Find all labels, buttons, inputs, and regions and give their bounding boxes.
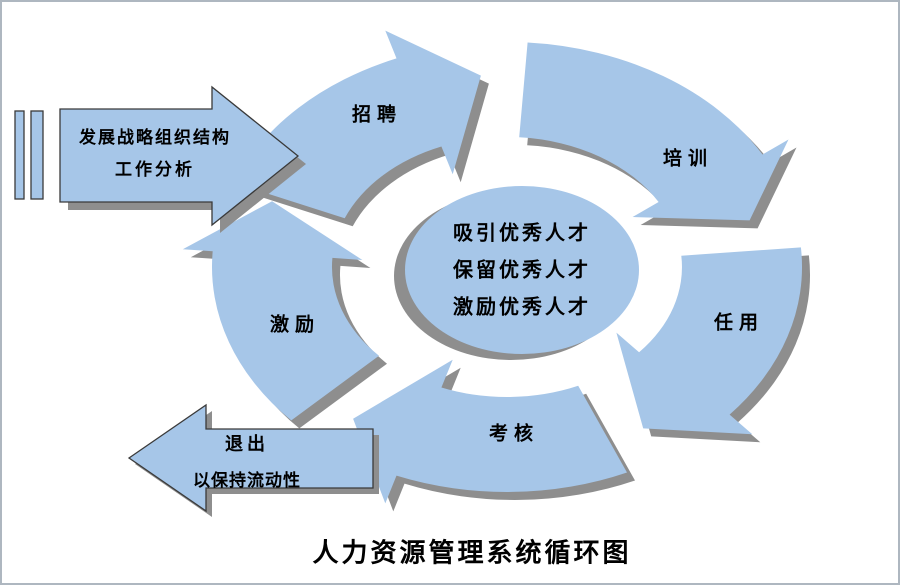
core-goal-line-3: 激励优秀人才 — [453, 294, 591, 319]
training-arrow — [519, 42, 789, 221]
entry-bar-1 — [14, 110, 25, 200]
exit-line-2: 以保持流动性 — [193, 471, 301, 491]
core-goals: 吸引优秀人才 保留优秀人才 激励优秀人才 — [453, 215, 591, 326]
assessment-arrow — [353, 359, 627, 504]
entry-line-1: 发展战略组织结构 — [79, 128, 231, 148]
exit-arrow-text: 退出 以保持流动性 — [142, 427, 352, 499]
core-goal-line-2: 保留优秀人才 — [453, 257, 591, 282]
label-motivation: 激励 — [269, 313, 321, 336]
label-appointment: 任用 — [713, 311, 765, 334]
label-assessment: 考核 — [488, 422, 540, 445]
core-goal-line-1: 吸引优秀人才 — [453, 220, 591, 245]
diagram-title: 人力资源管理系统循环图 — [312, 538, 632, 569]
label-recruitment: 招聘 — [351, 103, 403, 126]
entry-line-2: 工作分析 — [115, 160, 195, 180]
exit-arrow — [127, 403, 374, 513]
exit-line-1: 退出 — [225, 434, 269, 455]
appointment-arrow — [616, 247, 803, 435]
cycle-arrow-layer — [182, 30, 803, 504]
center-ellipse — [405, 186, 639, 354]
entry-arrow — [59, 85, 300, 227]
motivation-arrow — [182, 201, 379, 421]
label-training: 培训 — [662, 147, 714, 170]
entry-bar-2 — [30, 110, 44, 200]
entry-arrow-text: 发展战略组织结构 工作分析 — [64, 122, 246, 186]
